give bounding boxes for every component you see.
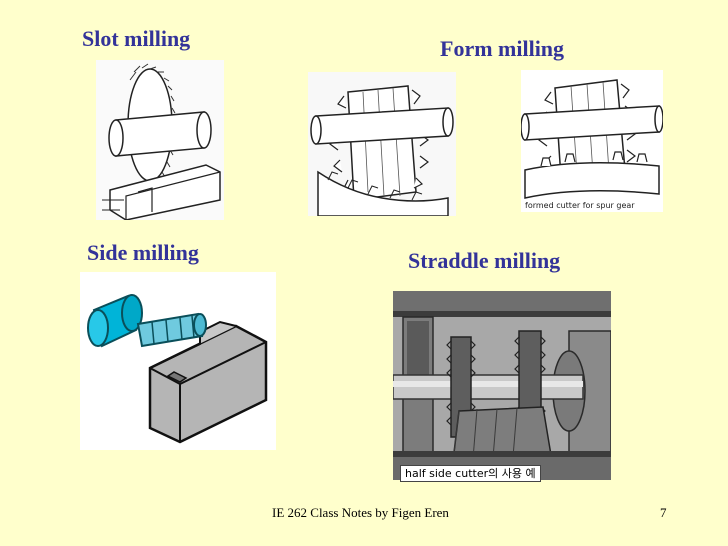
side-milling-title: Side milling [87,240,199,265]
footer-credit: IE 262 Class Notes by Figen Eren [272,505,449,520]
form-milling-image-2: formed cutter for spur gear [521,70,663,212]
straddle-milling-title: Straddle milling [408,248,561,273]
form-gear-caption: formed cutter for spur gear [525,201,635,210]
slot-milling-title: Slot milling [82,26,191,51]
straddle-caption: half side cutter의 사용 예 [400,465,541,482]
straddle-milling-image [393,291,611,480]
side-milling-image [80,272,276,450]
form-milling-title: Form milling [440,36,565,61]
slot-milling-image [96,60,224,220]
form-milling-image-1 [308,72,456,216]
page-number: 7 [660,505,667,520]
